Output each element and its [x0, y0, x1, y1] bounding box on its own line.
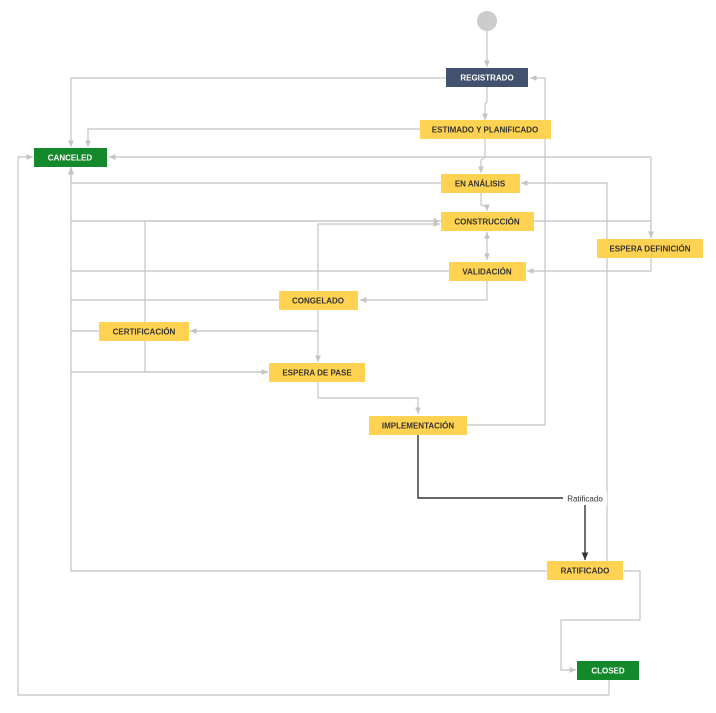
status-ratificado[interactable]: RATIFICADO [547, 561, 623, 580]
edge-estimado-to-en-analisis[interactable] [478, 139, 486, 173]
edge-espera-pase-to-implementacion[interactable] [317, 382, 421, 414]
status-ratificado-label: RATIFICADO [561, 567, 610, 576]
status-closed-label: CLOSED [591, 667, 625, 676]
status-certificacion-label: CERTIFICACIÓN [113, 328, 176, 337]
edge-congelado-to-construccion[interactable] [317, 221, 440, 290]
edge-construccion-to-espera-definicion[interactable] [534, 220, 654, 238]
status-registrado[interactable]: REGISTRADO [446, 68, 528, 87]
status-certificacion[interactable]: CERTIFICACIÓN [99, 322, 189, 341]
edge-registrado-to-canceled[interactable] [68, 77, 446, 147]
edge-ratificado-to-canceled[interactable] [68, 168, 547, 572]
status-canceled[interactable]: CANCELED [34, 148, 107, 167]
status-estimado-y-planificado[interactable]: ESTIMADO Y PLANIFICADO [420, 120, 551, 139]
transition-label-ratificado[interactable]: Ratificado [563, 492, 607, 505]
edge-congelado-to-certificacion[interactable] [190, 310, 319, 334]
status-registrado-label: REGISTRADO [460, 74, 513, 83]
status-implementacion-label: IMPLEMENTACIÓN [382, 422, 455, 431]
status-espera-pase-label: ESPERA DE PASE [282, 369, 352, 378]
status-validacion[interactable]: VALIDACIÓN [449, 262, 526, 281]
edge-validacion-to-congelado[interactable] [360, 281, 488, 303]
status-canceled-label: CANCELED [48, 154, 93, 163]
edge-registrado-to-estimado[interactable] [482, 87, 488, 120]
transition-edges [17, 31, 654, 696]
edge-espera-definicion-to-validacion[interactable] [527, 258, 652, 274]
edge-certificacion-to-espera-pase[interactable] [144, 341, 268, 375]
status-en-analisis[interactable]: EN ANÁLISIS [441, 174, 520, 193]
status-espera-de-pase[interactable]: ESPERA DE PASE [269, 363, 365, 382]
edge-en-analisis-to-canceled[interactable] [68, 167, 441, 184]
transition-label-text: Ratificado [567, 495, 603, 504]
edge-en-analisis-to-construccion[interactable] [480, 193, 490, 211]
start-node [477, 11, 497, 31]
edge-implementacion-to-ratificado[interactable] [417, 435, 589, 560]
status-estimado-label: ESTIMADO Y PLANIFICADO [432, 126, 538, 135]
edge-estimado-to-canceled[interactable] [85, 128, 420, 147]
status-en-analisis-label: EN ANÁLISIS [455, 180, 506, 189]
status-construccion-label: CONSTRUCCIÓN [454, 218, 520, 227]
edge-implementacion-to-registrado[interactable] [467, 75, 546, 426]
status-espera-definicion[interactable]: ESPERA DEFINICIÓN [597, 239, 703, 258]
status-closed[interactable]: CLOSED [577, 661, 639, 680]
status-implementacion[interactable]: IMPLEMENTACIÓN [369, 416, 467, 435]
status-validacion-label: VALIDACIÓN [462, 268, 511, 277]
status-congelado-label: CONGELADO [292, 297, 344, 306]
status-congelado[interactable]: CONGELADO [279, 291, 358, 310]
edge-ratificado-to-en-analisis[interactable] [521, 180, 608, 561]
status-espera-definicion-label: ESPERA DEFINICIÓN [609, 245, 690, 254]
status-construccion[interactable]: CONSTRUCCIÓN [441, 212, 534, 231]
edge-ratificado-to-closed[interactable] [560, 570, 641, 673]
edge-closed-to-canceled[interactable] [17, 154, 610, 696]
edge-certificacion-to-construccion[interactable] [144, 218, 440, 322]
